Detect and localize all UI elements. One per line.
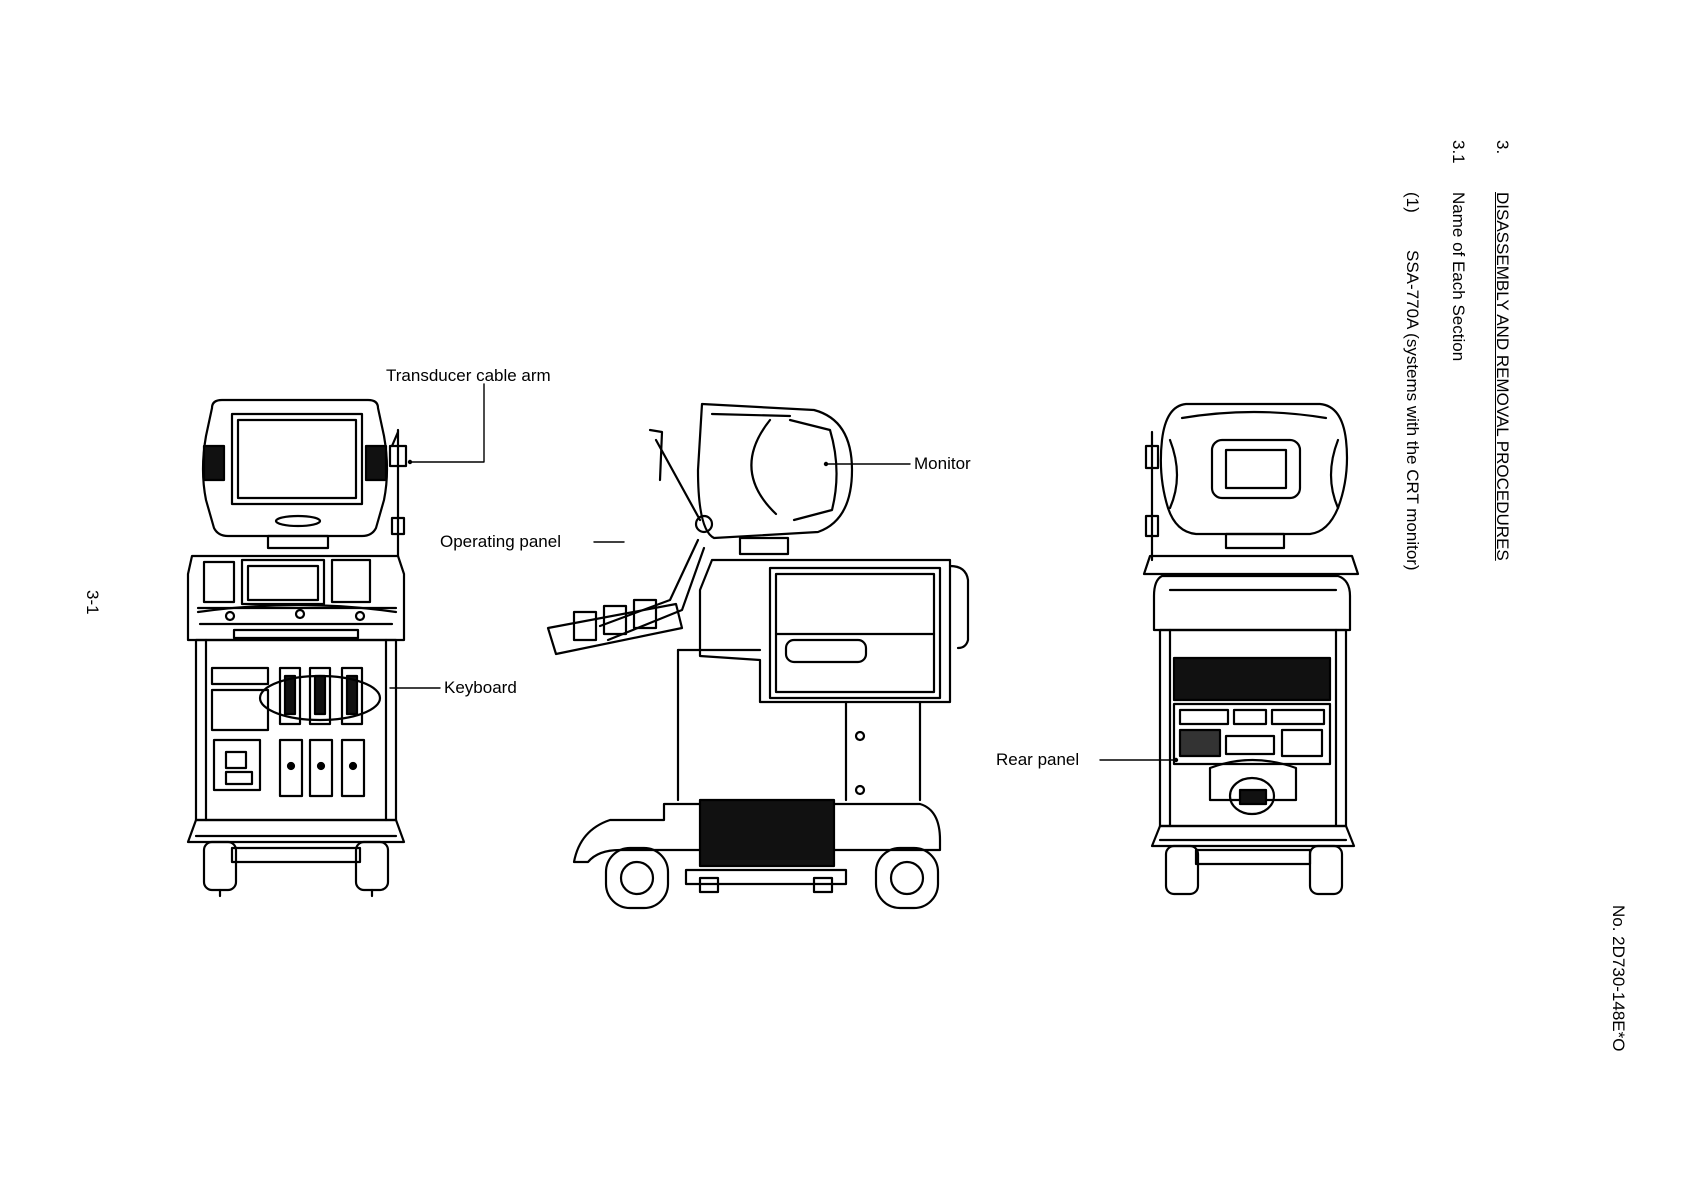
rear-view-drawing [1144, 404, 1358, 894]
label-keyboard: Keyboard [444, 678, 517, 698]
label-monitor: Monitor [914, 454, 971, 474]
leader-lines [390, 384, 1176, 760]
side-view-drawing [548, 404, 968, 908]
label-transducer-cable-arm: Transducer cable arm [386, 366, 551, 386]
label-operating-panel: Operating panel [440, 532, 561, 552]
label-rear-panel: Rear panel [996, 750, 1079, 770]
front-view-drawing [188, 400, 406, 896]
